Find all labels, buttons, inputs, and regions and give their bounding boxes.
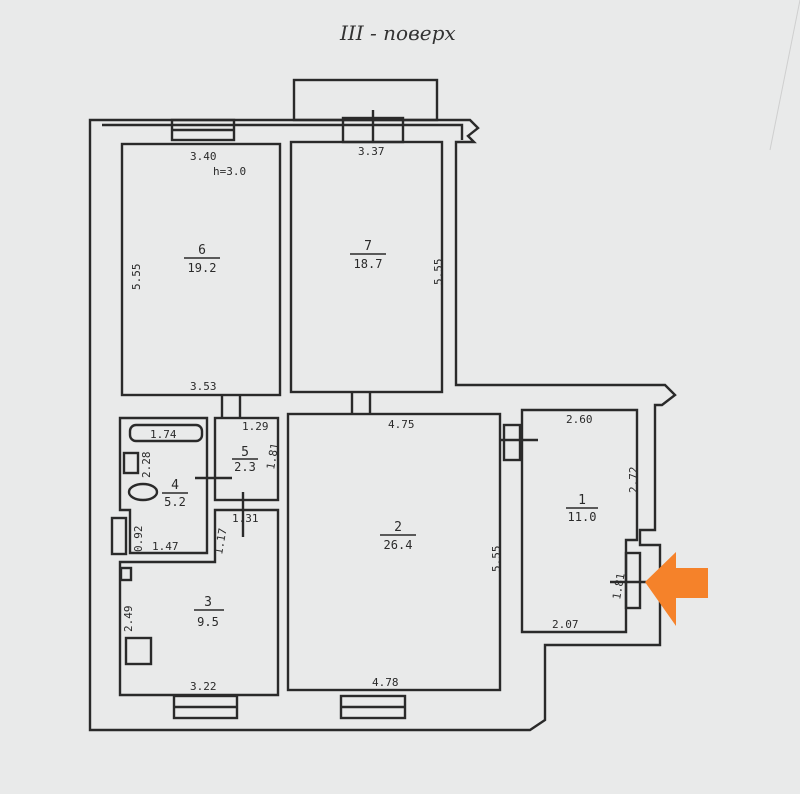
svg-text:2.3: 2.3 (234, 460, 256, 474)
entrance-arrow-icon (645, 552, 708, 626)
dim-room2-bottom: 4.78 (372, 676, 399, 689)
dim-room7-top: 3.37 (358, 145, 385, 158)
dim-bathtub: 1.74 (150, 428, 177, 441)
dim-room3-side: 2.49 (122, 606, 135, 633)
room-3-label: 3 9.5 (194, 595, 224, 629)
dim-room4-bottom: 1.47 (152, 540, 179, 553)
room-6-label: 6 19.2 (184, 243, 220, 275)
radiator-icon (110, 516, 128, 556)
room-4-label: 4 5.2 (162, 478, 188, 509)
room-1-label: 1 11.0 (566, 493, 598, 524)
dim-room5-bottom: 1.31 (232, 512, 259, 525)
room-5 (213, 416, 280, 502)
svg-text:5: 5 (241, 445, 249, 460)
balcony (292, 78, 439, 122)
room-4 (118, 416, 209, 555)
svg-text:9.5: 9.5 (197, 615, 219, 629)
room-6 (120, 142, 282, 397)
room-7 (289, 140, 444, 394)
dim-corridor-side: 1.17 (212, 527, 229, 555)
dim-room2-top: 4.75 (388, 418, 415, 431)
dim-room1-side: 2.72 (627, 467, 640, 494)
dim-room5-side: 1.81 (264, 442, 281, 470)
dim-room3-bottom: 3.22 (190, 680, 217, 693)
svg-text:1: 1 (578, 493, 586, 508)
dim-room1-door: 1.81 (610, 572, 627, 600)
svg-text:5.2: 5.2 (164, 495, 186, 509)
dim-room5-top: 1.29 (242, 420, 269, 433)
window-bottom-right (339, 694, 407, 720)
svg-text:11.0: 11.0 (568, 510, 597, 524)
dim-room1-top: 2.60 (566, 413, 593, 426)
svg-text:18.7: 18.7 (354, 257, 383, 271)
door-7-to-hall (350, 392, 372, 414)
svg-text:26.4: 26.4 (384, 538, 413, 552)
dim-room4-low-side: 0.92 (132, 526, 145, 553)
sink-icon (122, 451, 140, 475)
paper-edge (769, 0, 800, 151)
room-1 (520, 408, 639, 634)
svg-text:19.2: 19.2 (188, 261, 217, 275)
stove-icon (124, 636, 153, 666)
room-3 (118, 508, 280, 697)
dim-room4-side: 2.28 (140, 452, 153, 479)
dim-room6-top: 3.40 (190, 150, 217, 163)
room-2-label: 2 26.4 (380, 520, 416, 552)
svg-text:2: 2 (394, 520, 402, 535)
door-1 (500, 423, 538, 462)
svg-text:7: 7 (364, 239, 372, 254)
dim-room6-bottom: 3.53 (190, 380, 217, 393)
toilet-icon (127, 482, 159, 502)
svg-text:6: 6 (198, 243, 206, 258)
svg-text:4: 4 (171, 478, 179, 493)
svg-text:3: 3 (204, 595, 212, 610)
boiler-icon (119, 566, 133, 582)
bathtub-icon (128, 423, 204, 443)
room-7-label: 7 18.7 (350, 239, 386, 271)
window-top-left (170, 118, 236, 142)
room-2 (286, 412, 502, 692)
floor-title: III - поверх (339, 21, 456, 45)
outer-wall (88, 118, 677, 732)
ceiling-height: h=3.0 (213, 165, 246, 178)
dim-room1-bottom: 2.07 (552, 618, 579, 631)
dim-room2-side: 5.55 (490, 546, 503, 573)
room-5-label: 5 2.3 (232, 445, 258, 474)
dim-room7-side: 5.55 (432, 259, 445, 286)
inner-wall-line (102, 123, 464, 140)
door-6-to-hall (220, 395, 242, 418)
dim-room6-side: 5.55 (130, 264, 143, 291)
